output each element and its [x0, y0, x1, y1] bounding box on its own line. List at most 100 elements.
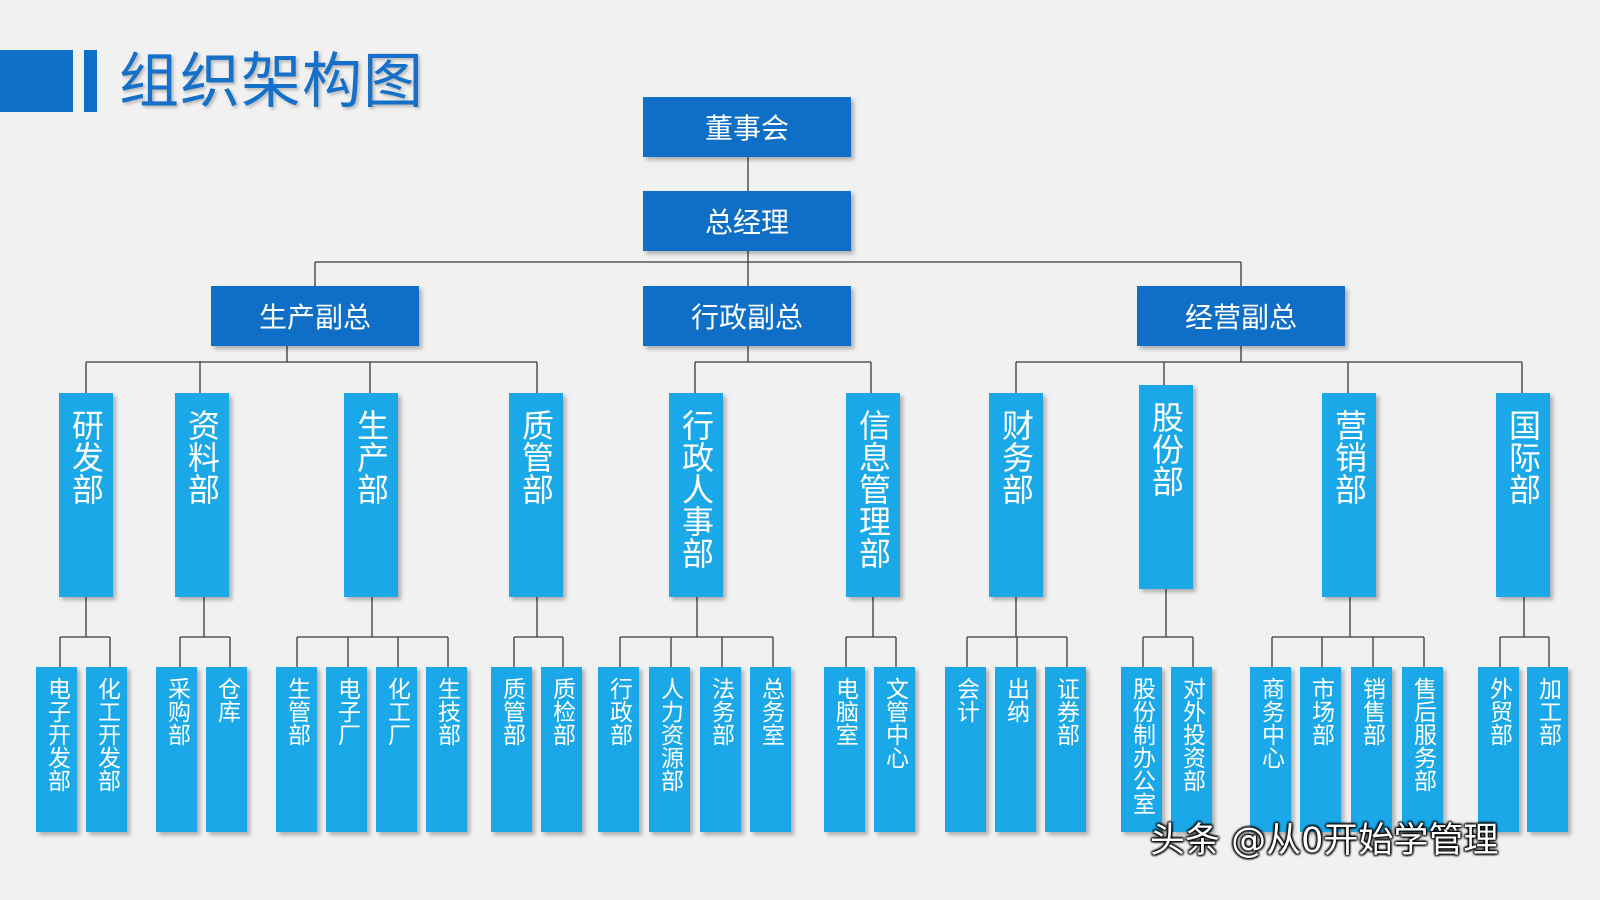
node-sub-label: 行政部 [605, 677, 632, 746]
node-sub-electronics-dev: 电子开发部 [36, 667, 77, 832]
node-sub-human-resources: 人力资源部 [649, 667, 690, 832]
node-dept-rd: 研发部 [59, 393, 113, 597]
node-sub-warehouse: 仓库 [206, 667, 247, 832]
node-business-vp: 经营副总 [1137, 286, 1345, 346]
connector-business-depts [1015, 346, 1523, 393]
node-sub-chemical-plant: 化工厂 [376, 667, 417, 832]
node-sub-chemical-dev: 化工开发部 [86, 667, 127, 832]
node-dept-quality: 质管部 [509, 393, 563, 597]
node-sub-quality-mgmt: 质管部 [491, 667, 532, 832]
node-sub-document-center: 文管中心 [874, 667, 915, 832]
node-sub-label: 出纳 [1002, 677, 1029, 723]
connector-quality-subs [513, 597, 564, 667]
watermark: 头条 @从0开始学管理 [1150, 821, 1499, 861]
page-title: 组织架构图 [119, 47, 424, 117]
node-sub-after-sales: 售后服务部 [1402, 667, 1443, 832]
node-sub-securities: 证券部 [1045, 667, 1086, 832]
node-business-vp-label: 经营副总 [1184, 301, 1297, 334]
title-accent-bar [0, 50, 73, 112]
node-sub-purchasing: 采购部 [156, 667, 197, 832]
node-sub-computer-room: 电脑室 [824, 667, 865, 832]
node-dept-shares: 股份部 [1139, 385, 1193, 589]
node-admin-vp: 行政副总 [643, 286, 851, 346]
node-dept-production: 生产部 [344, 393, 398, 597]
node-sub-sales: 销售部 [1351, 667, 1392, 832]
node-sub-label: 人力资源部 [656, 677, 683, 792]
connector-finance-subs [966, 597, 1068, 667]
node-sub-label: 生技部 [433, 677, 460, 746]
node-sub-label: 文管中心 [881, 677, 908, 769]
connector-rd-subs [59, 597, 111, 667]
node-sub-foreign-trade: 外贸部 [1478, 667, 1519, 832]
connector-productiondept-subs [296, 597, 449, 667]
node-ceo: 总经理 [643, 191, 851, 251]
node-sub-label: 总务室 [757, 677, 784, 746]
connector-intl-subs [1499, 597, 1550, 667]
node-sub-label: 股份制办公室 [1128, 677, 1155, 815]
title-accent-stripe [84, 50, 97, 112]
node-production-vp: 生产副总 [211, 286, 419, 346]
node-dept-materials: 资料部 [175, 393, 229, 597]
connector-hr-subs [619, 597, 774, 667]
node-board-label: 董事会 [704, 112, 789, 145]
node-sub-label: 电子开发部 [43, 677, 70, 792]
node-dept-label: 信息管理部 [854, 409, 892, 569]
node-dept-label: 行政人事部 [677, 409, 715, 569]
node-sub-label: 法务部 [707, 677, 734, 746]
node-dept-label: 营销部 [1330, 409, 1368, 505]
node-dept-marketing: 营销部 [1322, 393, 1376, 597]
node-sub-label: 质管部 [498, 677, 525, 746]
node-sub-label: 采购部 [163, 677, 190, 746]
connector-shares-subs [1142, 589, 1194, 667]
node-sub-quality-inspection: 质检部 [541, 667, 582, 832]
node-sub-business-center: 商务中心 [1250, 667, 1291, 832]
node-sub-label: 仓库 [213, 677, 240, 723]
node-production-vp-label: 生产副总 [258, 301, 371, 334]
node-dept-label: 国际部 [1504, 409, 1542, 505]
node-sub-label: 质检部 [548, 677, 575, 746]
node-dept-label: 财务部 [997, 409, 1035, 505]
node-dept-label: 资料部 [183, 409, 221, 505]
node-sub-label: 外贸部 [1485, 677, 1512, 746]
node-sub-cashier: 出纳 [995, 667, 1036, 832]
node-board: 董事会 [643, 97, 851, 157]
node-admin-vp-label: 行政副总 [690, 301, 803, 334]
node-sub-administration: 行政部 [598, 667, 639, 832]
node-sub-production-tech: 生技部 [426, 667, 467, 832]
node-sub-processing: 加工部 [1527, 667, 1568, 832]
node-sub-shareholding-office: 股份制办公室 [1121, 667, 1162, 832]
node-sub-legal: 法务部 [700, 667, 741, 832]
node-dept-label: 股份部 [1147, 401, 1185, 497]
node-sub-label: 化工开发部 [93, 677, 120, 792]
node-dept-label: 质管部 [517, 409, 555, 505]
node-sub-label: 商务中心 [1257, 677, 1284, 769]
node-sub-label: 生管部 [283, 677, 310, 746]
node-sub-label: 对外投资部 [1178, 677, 1205, 792]
node-sub-electronics-plant: 电子厂 [326, 667, 367, 832]
node-ceo-label: 总经理 [704, 206, 789, 239]
node-dept-hr: 行政人事部 [669, 393, 723, 597]
node-sub-label: 电脑室 [831, 677, 858, 746]
connector-materials-subs [179, 597, 231, 667]
node-sub-label: 销售部 [1358, 677, 1385, 746]
node-sub-accounting: 会计 [945, 667, 986, 832]
node-sub-general-affairs: 总务室 [750, 667, 791, 832]
node-dept-info: 信息管理部 [846, 393, 900, 597]
node-sub-label: 会计 [952, 677, 979, 723]
node-dept-finance: 财务部 [989, 393, 1043, 597]
node-sub-market: 市场部 [1300, 667, 1341, 832]
node-dept-international: 国际部 [1496, 393, 1550, 597]
node-sub-label: 电子厂 [333, 677, 360, 746]
connector-info-subs [845, 597, 897, 667]
node-sub-label: 化工厂 [383, 677, 410, 746]
connector-admin-depts [694, 346, 872, 393]
node-sub-label: 售后服务部 [1409, 677, 1436, 792]
connector-ceo-vps [314, 250, 1242, 286]
node-sub-production-mgmt: 生管部 [276, 667, 317, 832]
connector-production-depts [85, 346, 538, 393]
node-dept-label: 研发部 [67, 409, 105, 505]
node-sub-label: 证券部 [1052, 677, 1079, 746]
connector-marketing-subs [1271, 597, 1425, 667]
node-dept-label: 生产部 [352, 409, 390, 505]
